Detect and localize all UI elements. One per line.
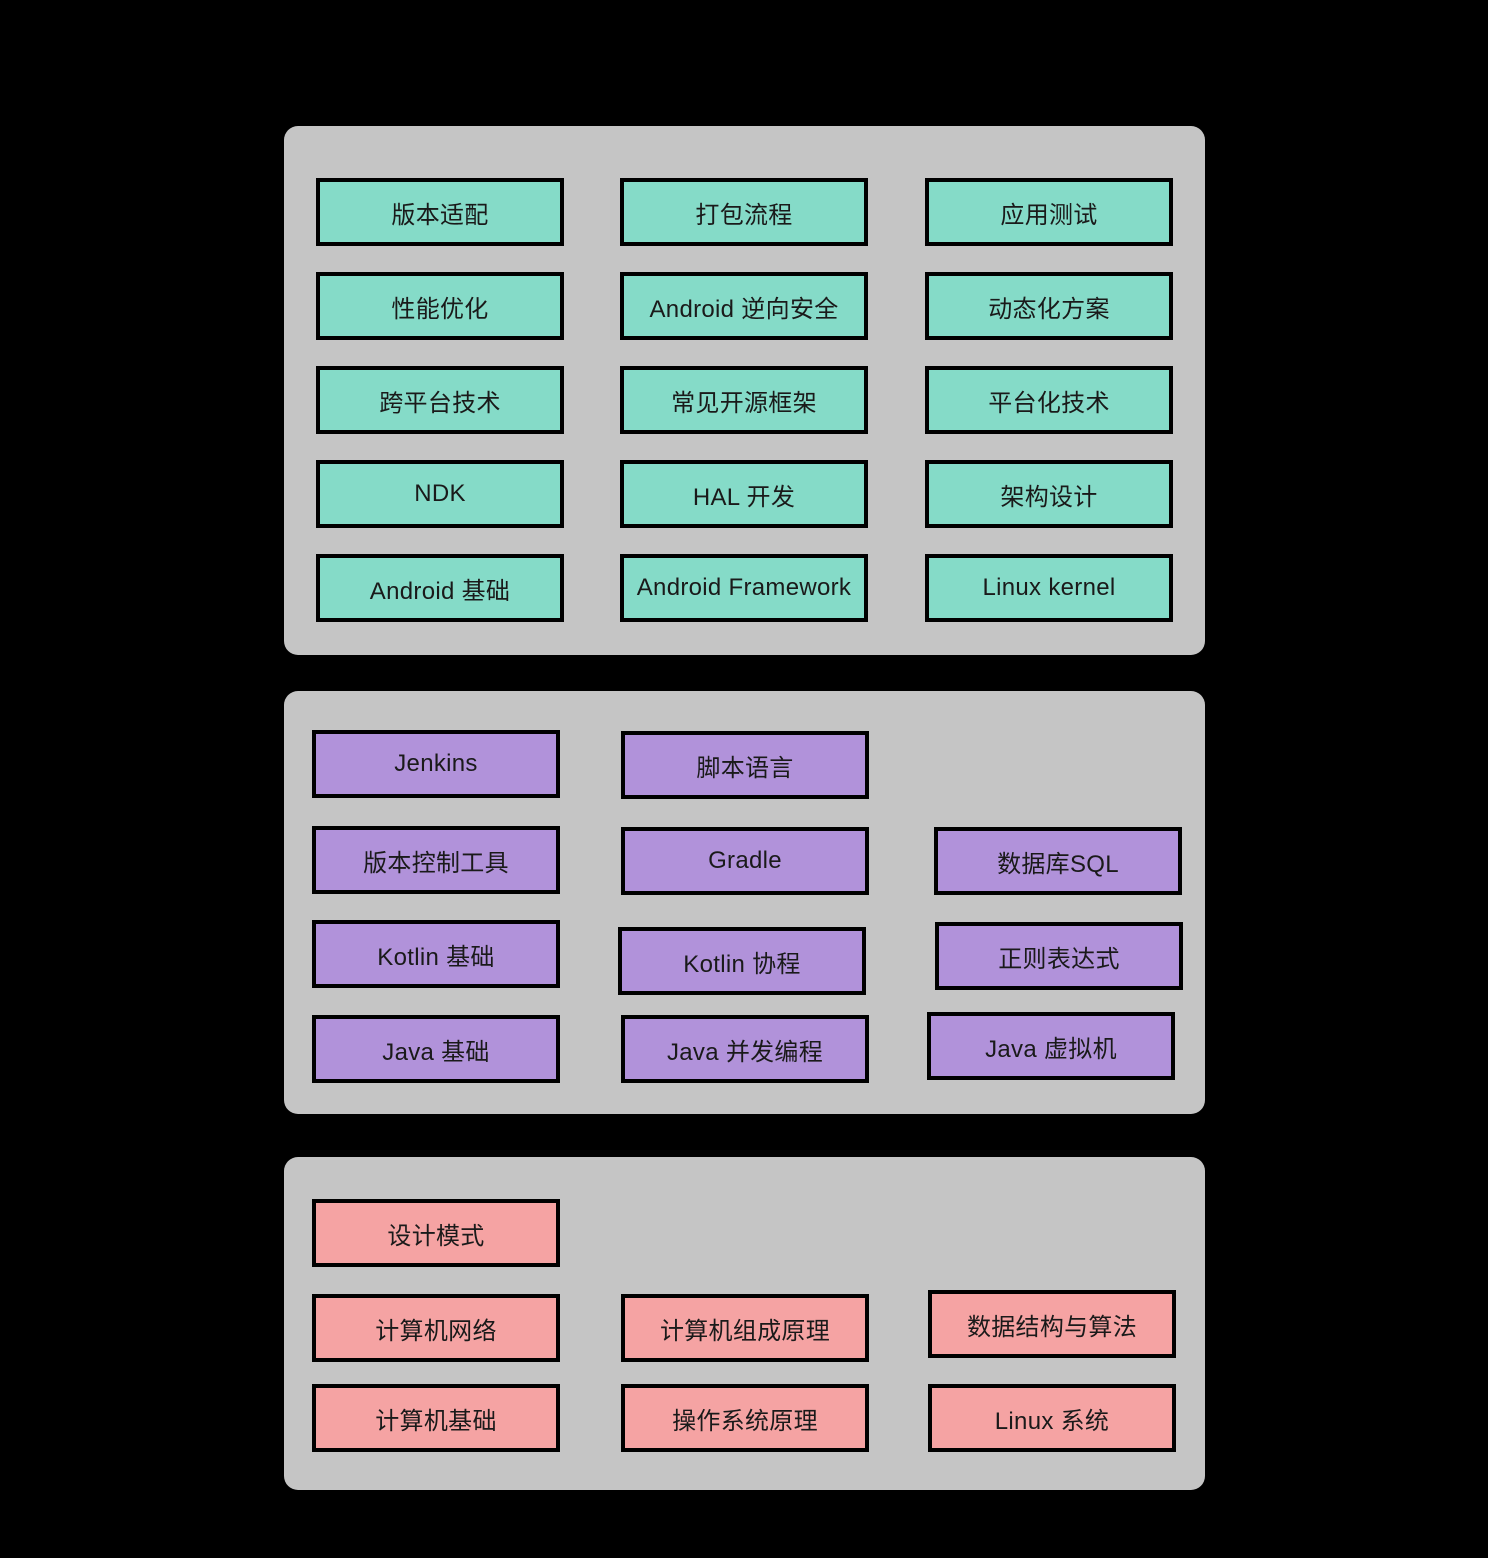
node-linux-system[interactable]: Linux 系统 bbox=[928, 1384, 1176, 1452]
node-platformization-tech[interactable]: 平台化技术 bbox=[925, 366, 1173, 434]
group-panel-cs-foundation: 设计模式 计算机网络 计算机组成原理 数据结构与算法 计算机基础 操作系统原理 … bbox=[284, 1157, 1205, 1490]
node-linux-kernel[interactable]: Linux kernel bbox=[925, 554, 1173, 622]
node-gradle[interactable]: Gradle bbox=[621, 827, 869, 895]
node-computer-network[interactable]: 计算机网络 bbox=[312, 1294, 560, 1362]
node-app-testing[interactable]: 应用测试 bbox=[925, 178, 1173, 246]
node-java-concurrency[interactable]: Java 并发编程 bbox=[621, 1015, 869, 1083]
node-version-control-tools[interactable]: 版本控制工具 bbox=[312, 826, 560, 894]
node-os-principles[interactable]: 操作系统原理 bbox=[621, 1384, 869, 1452]
node-database-sql[interactable]: 数据库SQL bbox=[934, 827, 1182, 895]
node-android-reverse-security[interactable]: Android 逆向安全 bbox=[620, 272, 868, 340]
node-android-basics[interactable]: Android 基础 bbox=[316, 554, 564, 622]
node-packaging-process[interactable]: 打包流程 bbox=[620, 178, 868, 246]
node-kotlin-basics[interactable]: Kotlin 基础 bbox=[312, 920, 560, 988]
node-scripting-language[interactable]: 脚本语言 bbox=[621, 731, 869, 799]
node-hal-development[interactable]: HAL 开发 bbox=[620, 460, 868, 528]
node-java-basics[interactable]: Java 基础 bbox=[312, 1015, 560, 1083]
node-computer-organization[interactable]: 计算机组成原理 bbox=[621, 1294, 869, 1362]
node-android-framework[interactable]: Android Framework bbox=[620, 554, 868, 622]
node-dynamic-solution[interactable]: 动态化方案 bbox=[925, 272, 1173, 340]
node-ndk[interactable]: NDK bbox=[316, 460, 564, 528]
node-version-adaptation[interactable]: 版本适配 bbox=[316, 178, 564, 246]
node-computer-basics[interactable]: 计算机基础 bbox=[312, 1384, 560, 1452]
node-regex[interactable]: 正则表达式 bbox=[935, 922, 1183, 990]
node-cross-platform-tech[interactable]: 跨平台技术 bbox=[316, 366, 564, 434]
node-java-vm[interactable]: Java 虚拟机 bbox=[927, 1012, 1175, 1080]
node-architecture-design[interactable]: 架构设计 bbox=[925, 460, 1173, 528]
group-panel-android-advanced: 版本适配 打包流程 应用测试 性能优化 Android 逆向安全 动态化方案 跨… bbox=[284, 126, 1205, 655]
node-kotlin-coroutines[interactable]: Kotlin 协程 bbox=[618, 927, 866, 995]
node-common-open-source-frameworks[interactable]: 常见开源框架 bbox=[620, 366, 868, 434]
node-performance-optimization[interactable]: 性能优化 bbox=[316, 272, 564, 340]
node-jenkins[interactable]: Jenkins bbox=[312, 730, 560, 798]
node-design-patterns[interactable]: 设计模式 bbox=[312, 1199, 560, 1267]
node-data-structures-algorithms[interactable]: 数据结构与算法 bbox=[928, 1290, 1176, 1358]
group-panel-programming: Jenkins 脚本语言 版本控制工具 Gradle 数据库SQL Kotlin… bbox=[284, 691, 1205, 1114]
